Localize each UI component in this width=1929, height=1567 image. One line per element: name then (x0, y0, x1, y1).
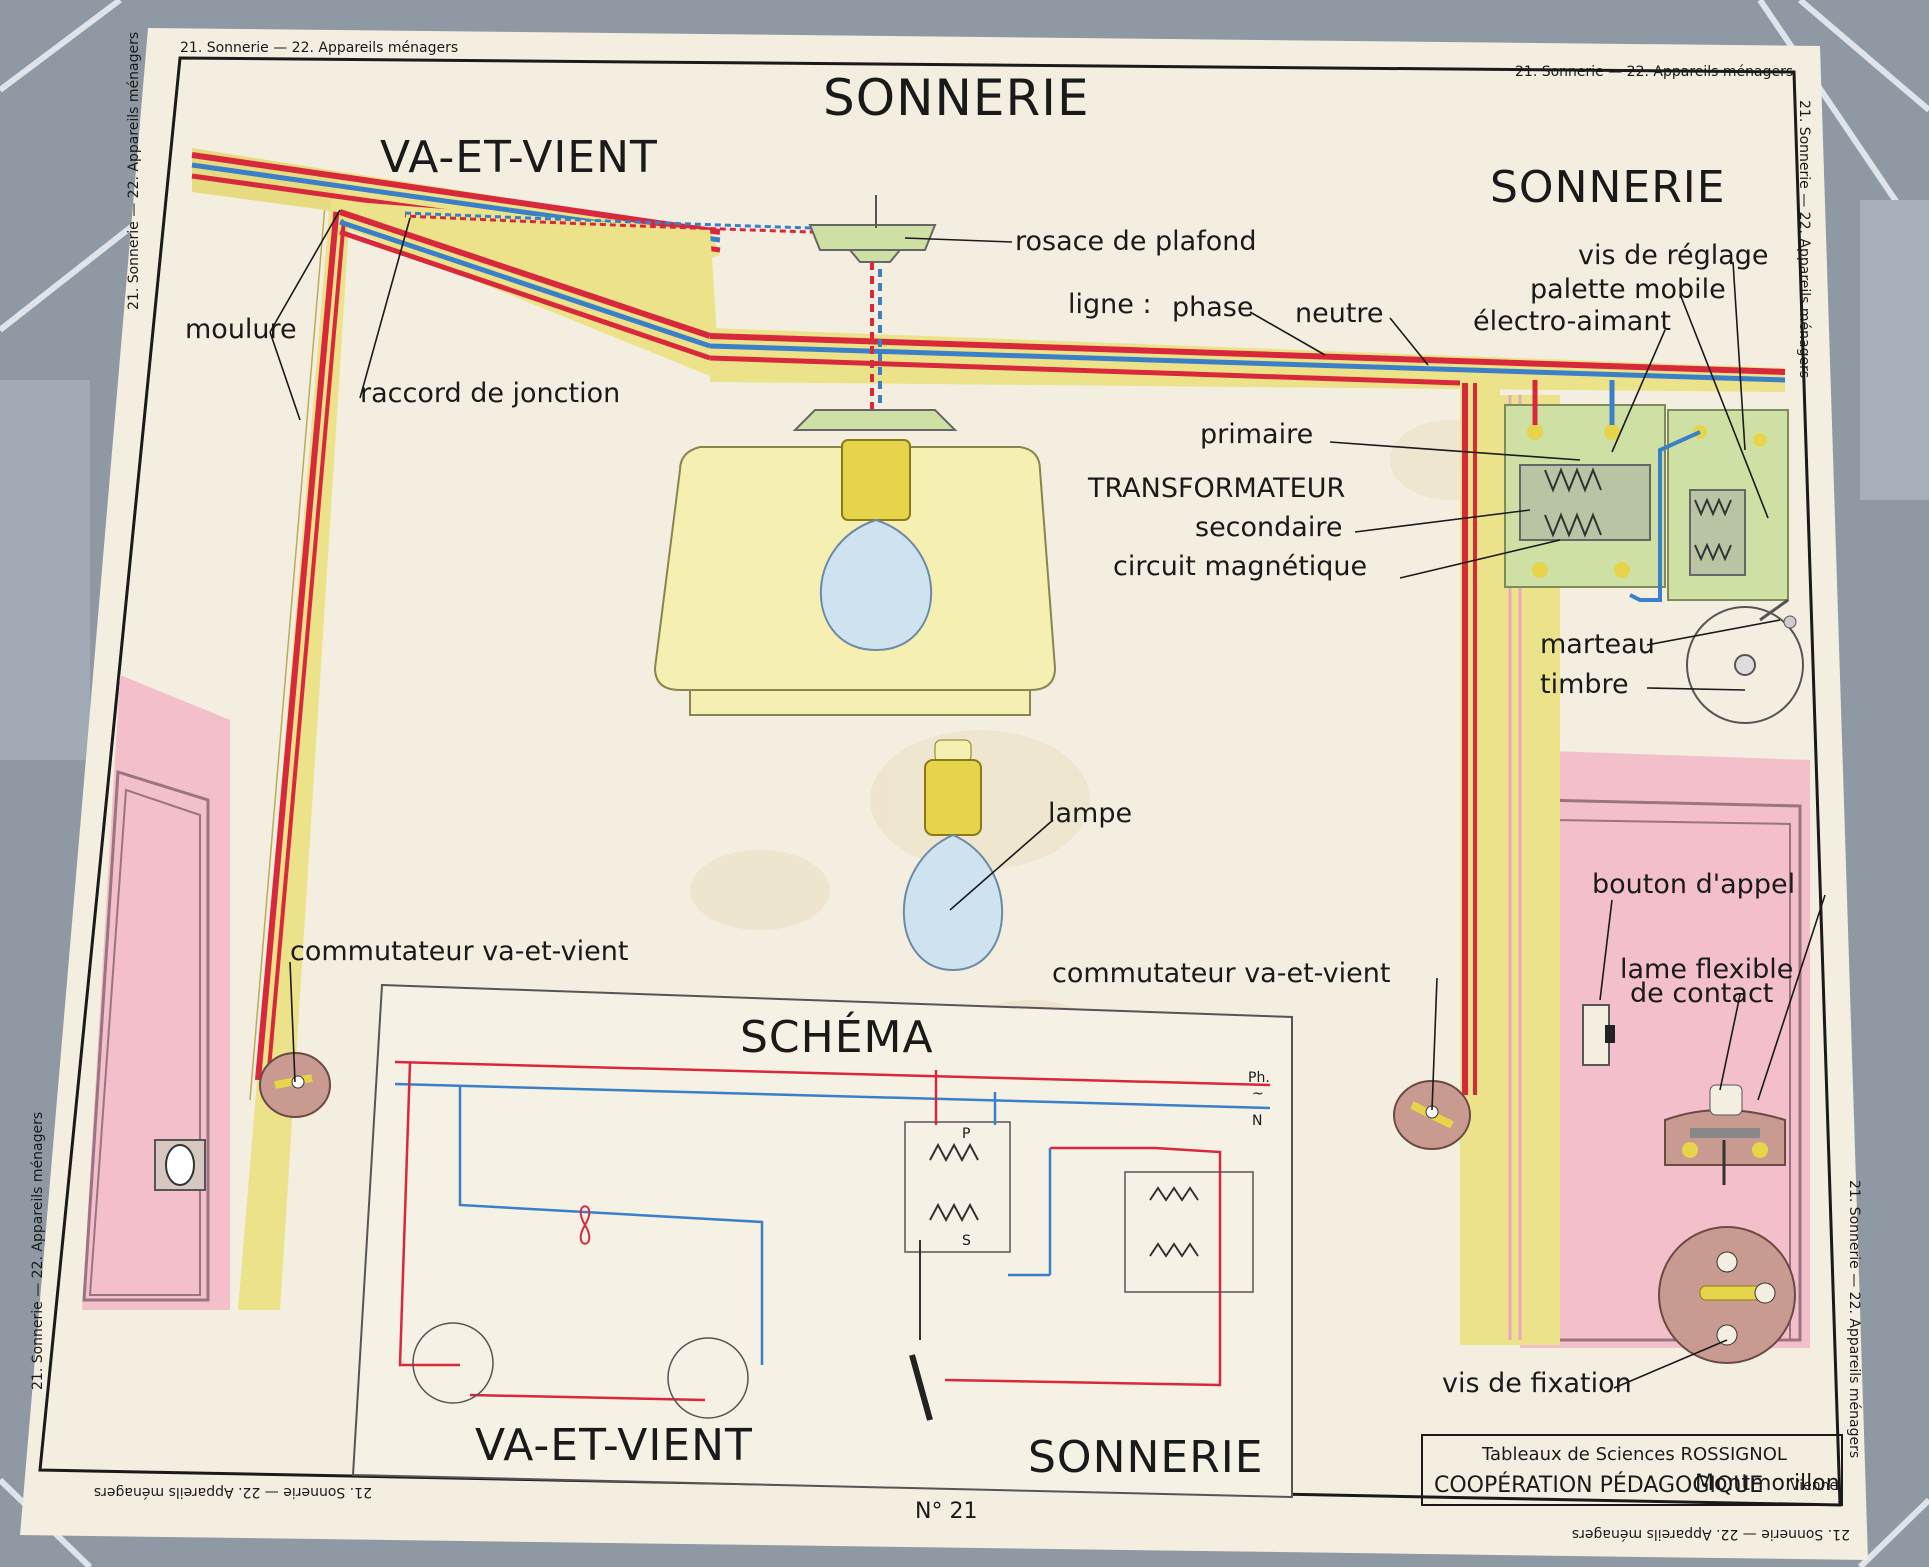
label-lame-1: lame flexible (1620, 954, 1793, 985)
transformer-box (1504, 380, 1666, 588)
left-switch (259, 1052, 331, 1118)
schema-title: SCHÉMA (740, 1010, 934, 1063)
label-raccord: raccord de jonction (360, 378, 620, 409)
credit-line2c: Vienne (1790, 1478, 1838, 1494)
label-phase: phase (1172, 292, 1253, 323)
right-switch (1393, 1080, 1471, 1150)
header-top-right: 21. Sonnerie — 22. Appareils ménagers (1515, 64, 1793, 80)
schema-sonnerie-title: SONNERIE (1028, 1432, 1264, 1483)
label-moulure: moulure (185, 314, 297, 345)
label-rosace: rosace de plafond (1015, 226, 1256, 257)
right-door (1500, 395, 1810, 1348)
label-timbre: timbre (1540, 669, 1629, 700)
push-button-front (1658, 1226, 1796, 1364)
header-right-upper: 21. Sonnerie — 22. Appareils ménagers (1796, 100, 1812, 378)
left-door (82, 675, 230, 1310)
plate-number: N° 21 (915, 1499, 977, 1524)
main-title: SONNERIE (823, 69, 1090, 127)
credit-line2b: Montmorillon (1695, 1471, 1840, 1496)
label-lampe: lampe (1048, 798, 1132, 829)
bell-timbre (1686, 598, 1804, 724)
lampshade (653, 409, 1057, 716)
label-primaire: primaire (1200, 419, 1313, 450)
schema-p: P (962, 1126, 970, 1142)
ceiling-moulure-slope (330, 200, 1786, 392)
schema-panel (351, 983, 1293, 1499)
spare-bulb (902, 739, 1004, 972)
schema-ac: ~ (1252, 1086, 1264, 1102)
va-et-vient-title: VA-ET-VIENT (380, 132, 658, 183)
sonnerie-title: SONNERIE (1490, 162, 1726, 213)
label-lame-2: de contact (1630, 978, 1773, 1009)
schema-s: S (962, 1233, 971, 1249)
ceiling-rose (404, 195, 937, 263)
leader-lines (269, 209, 1826, 1389)
schema-n: N (1252, 1113, 1262, 1129)
label-ligne: ligne : (1068, 289, 1152, 320)
header-right-lower: 21. Sonnerie — 22. Appareils ménagers (1846, 1180, 1862, 1458)
header-bottom-left: 21. Sonnerie — 22. Appareils ménagers (94, 1484, 372, 1500)
push-button-wall (1582, 1004, 1615, 1066)
header-top-left: 21. Sonnerie — 22. Appareils ménagers (180, 40, 458, 56)
label-electro: électro-aimant (1473, 306, 1671, 337)
push-button-section (1664, 1084, 1786, 1185)
label-circuit: circuit magnétique (1113, 551, 1367, 582)
credit-line1: Tableaux de Sciences ROSSIGNOL (1481, 1444, 1787, 1465)
electro-aimant-box (1629, 409, 1789, 602)
label-palette: palette mobile (1530, 274, 1726, 305)
label-marteau: marteau (1540, 629, 1655, 660)
header-left-lower: 21. Sonnerie — 22. Appareils ménagers (30, 1112, 46, 1390)
label-commutateur-left: commutateur va-et-vient (290, 936, 628, 967)
header-left-upper: 21. Sonnerie — 22. Appareils ménagers (126, 32, 142, 310)
schema-ph: Ph. (1248, 1070, 1270, 1086)
lamp-cord (870, 262, 882, 415)
right-vertical-moulure (1460, 378, 1500, 1345)
credit-box: Tableaux de Sciences ROSSIGNOL COOPÉRATI… (1421, 1434, 1843, 1506)
label-neutre: neutre (1295, 298, 1384, 329)
header-bottom-right: 21. Sonnerie — 22. Appareils ménagers (1572, 1526, 1850, 1542)
left-vertical-moulure (238, 200, 350, 1310)
label-commutateur-right: commutateur va-et-vient (1052, 958, 1390, 989)
schema-va-et-vient-title: VA-ET-VIENT (475, 1420, 753, 1471)
label-bouton: bouton d'appel (1592, 869, 1795, 900)
label-transformateur: TRANSFORMATEUR (1087, 473, 1345, 504)
label-vis-reglage: vis de réglage (1578, 240, 1769, 271)
credit-line2a: COOPÉRATION PÉDAGOGIQUE (1434, 1472, 1763, 1498)
label-vis-fixation: vis de fixation (1442, 1368, 1632, 1399)
label-secondaire: secondaire (1195, 512, 1342, 543)
